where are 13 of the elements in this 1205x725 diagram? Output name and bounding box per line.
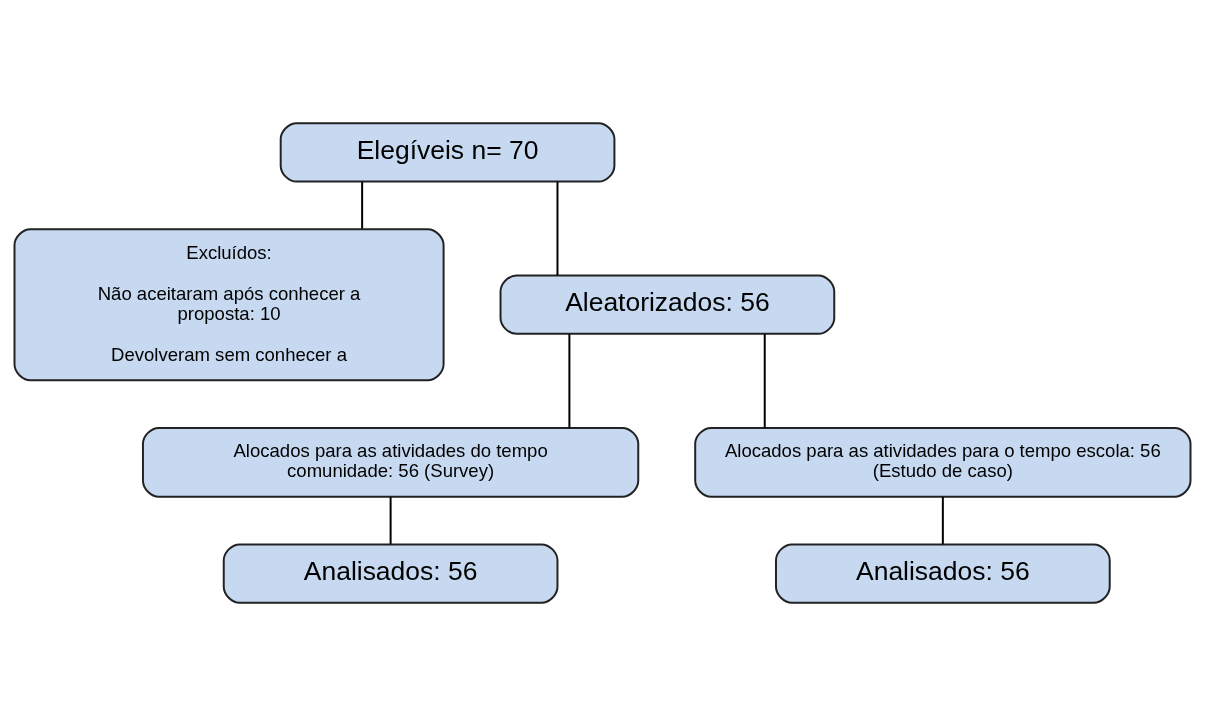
connector — [568, 332, 571, 429]
connector — [941, 495, 944, 545]
connector — [361, 180, 364, 230]
node-box: Excluídos: Não aceitaram após conhecer a proposta: 10 Devolveram sem conhecer a — [13, 227, 445, 381]
node-box: Elegíveis n= 70 — [279, 121, 616, 183]
connector — [763, 332, 766, 429]
connector — [389, 495, 392, 545]
node-box: Aleatorizados: 56 — [499, 274, 836, 335]
connector — [556, 180, 559, 276]
node-box: Alocados para as atividades para o tempo escola: 56 (Estudo de caso) — [694, 426, 1192, 498]
node-box: Analisados: 56 — [775, 542, 1111, 604]
node-box: Alocados para as atividades do tempo comunidade: 56 (Survey) — [141, 426, 640, 498]
node-box: Analisados: 56 — [222, 542, 559, 604]
